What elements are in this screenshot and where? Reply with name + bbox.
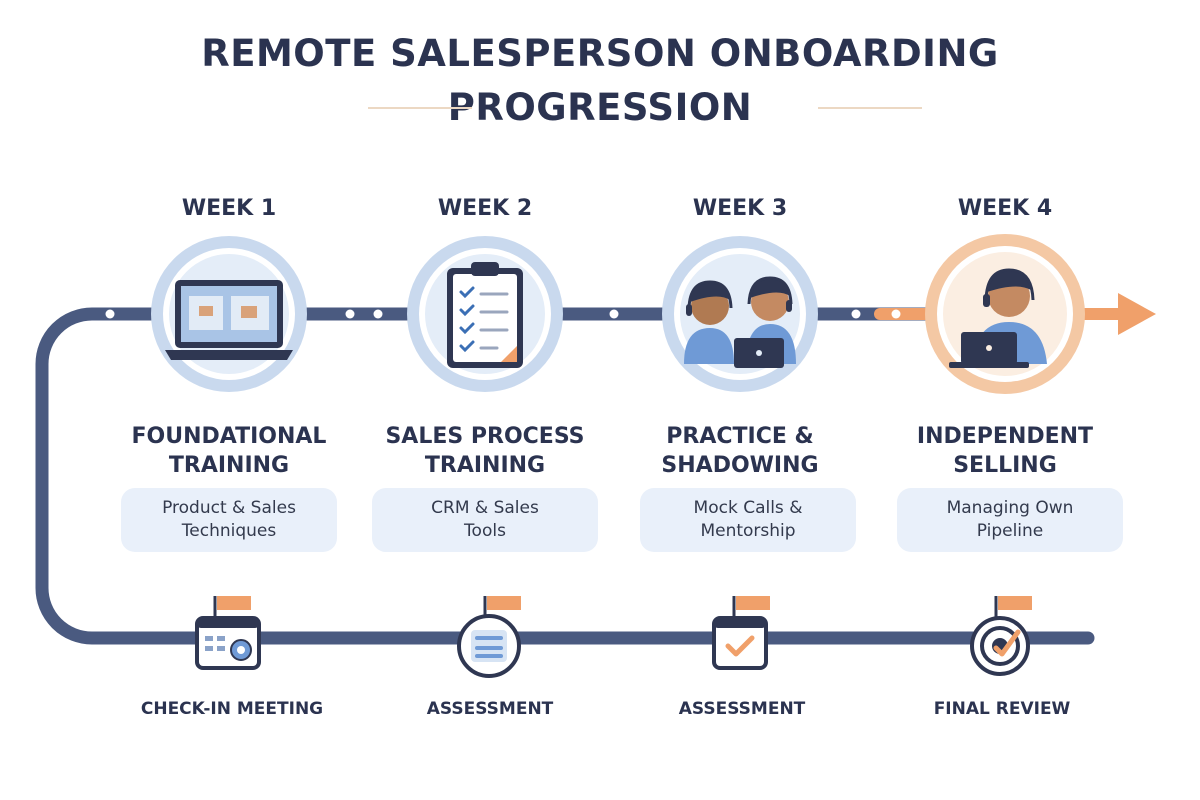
connector-dots <box>105 309 901 319</box>
week-3-circle <box>662 236 818 392</box>
timeline-track <box>35 307 1095 645</box>
progress-arrow-head <box>1118 293 1156 335</box>
calendar-gear-icon <box>195 616 261 670</box>
milestone-3-label: ASSESSMENT <box>678 699 806 719</box>
week-3-detail-pill: Mock Calls & Mentorship <box>640 488 856 552</box>
week-1-detail-text: Product & Sales Techniques <box>162 498 296 541</box>
title-rule-right <box>818 107 922 109</box>
title-rule-left <box>368 107 472 109</box>
milestone-4-label: FINAL REVIEW <box>933 699 1071 719</box>
week-4-detail-pill: Managing Own Pipeline <box>897 488 1123 552</box>
week-2-detail-text: CRM & Sales Tools <box>431 498 539 541</box>
week-3-stage-title: PRACTICE & SHADOWING <box>661 424 819 478</box>
week-4-label: WEEK 4 <box>957 196 1053 221</box>
milestone-1-icon <box>195 596 261 670</box>
week-3-detail-text: Mock Calls & Mentorship <box>693 498 803 541</box>
seller-at-laptop-icon <box>949 268 1047 368</box>
target-check-icon <box>970 616 1030 676</box>
week-2-detail-pill: CRM & Sales Tools <box>372 488 598 552</box>
page-title-line-2: PROGRESSION <box>447 86 753 129</box>
week-1-circle <box>151 236 307 392</box>
milestone-3-icon <box>712 596 770 670</box>
week-3-label: WEEK 3 <box>692 196 788 221</box>
milestone-2-label: ASSESSMENT <box>426 699 554 719</box>
week-1-stage-title: FOUNDATIONAL TRAINING <box>131 424 327 478</box>
milestone-1-label: CHECK-IN MEETING <box>140 699 324 719</box>
mentor-pair-icon <box>684 276 796 368</box>
week-4-detail-text: Managing Own Pipeline <box>946 498 1074 541</box>
laptop-icon <box>165 280 293 360</box>
milestone-4-icon <box>970 596 1032 676</box>
week-1-detail-pill: Product & Sales Techniques <box>121 488 337 552</box>
week-2-label: WEEK 2 <box>437 196 533 221</box>
milestone-2-icon <box>457 596 521 678</box>
week-2-circle <box>407 236 563 392</box>
week-2-stage-title: SALES PROCESS TRAINING <box>385 424 585 478</box>
week-4-stage-title: INDEPENDENT SELLING <box>916 424 1094 478</box>
checklist-badge-icon <box>457 614 521 678</box>
week-1-label: WEEK 1 <box>181 196 277 221</box>
page-title-line-1: REMOTE SALESPERSON ONBOARDING <box>201 32 999 75</box>
week-4-circle <box>925 234 1085 394</box>
calendar-check-icon <box>712 616 768 670</box>
clipboard-checklist-icon <box>447 262 523 368</box>
